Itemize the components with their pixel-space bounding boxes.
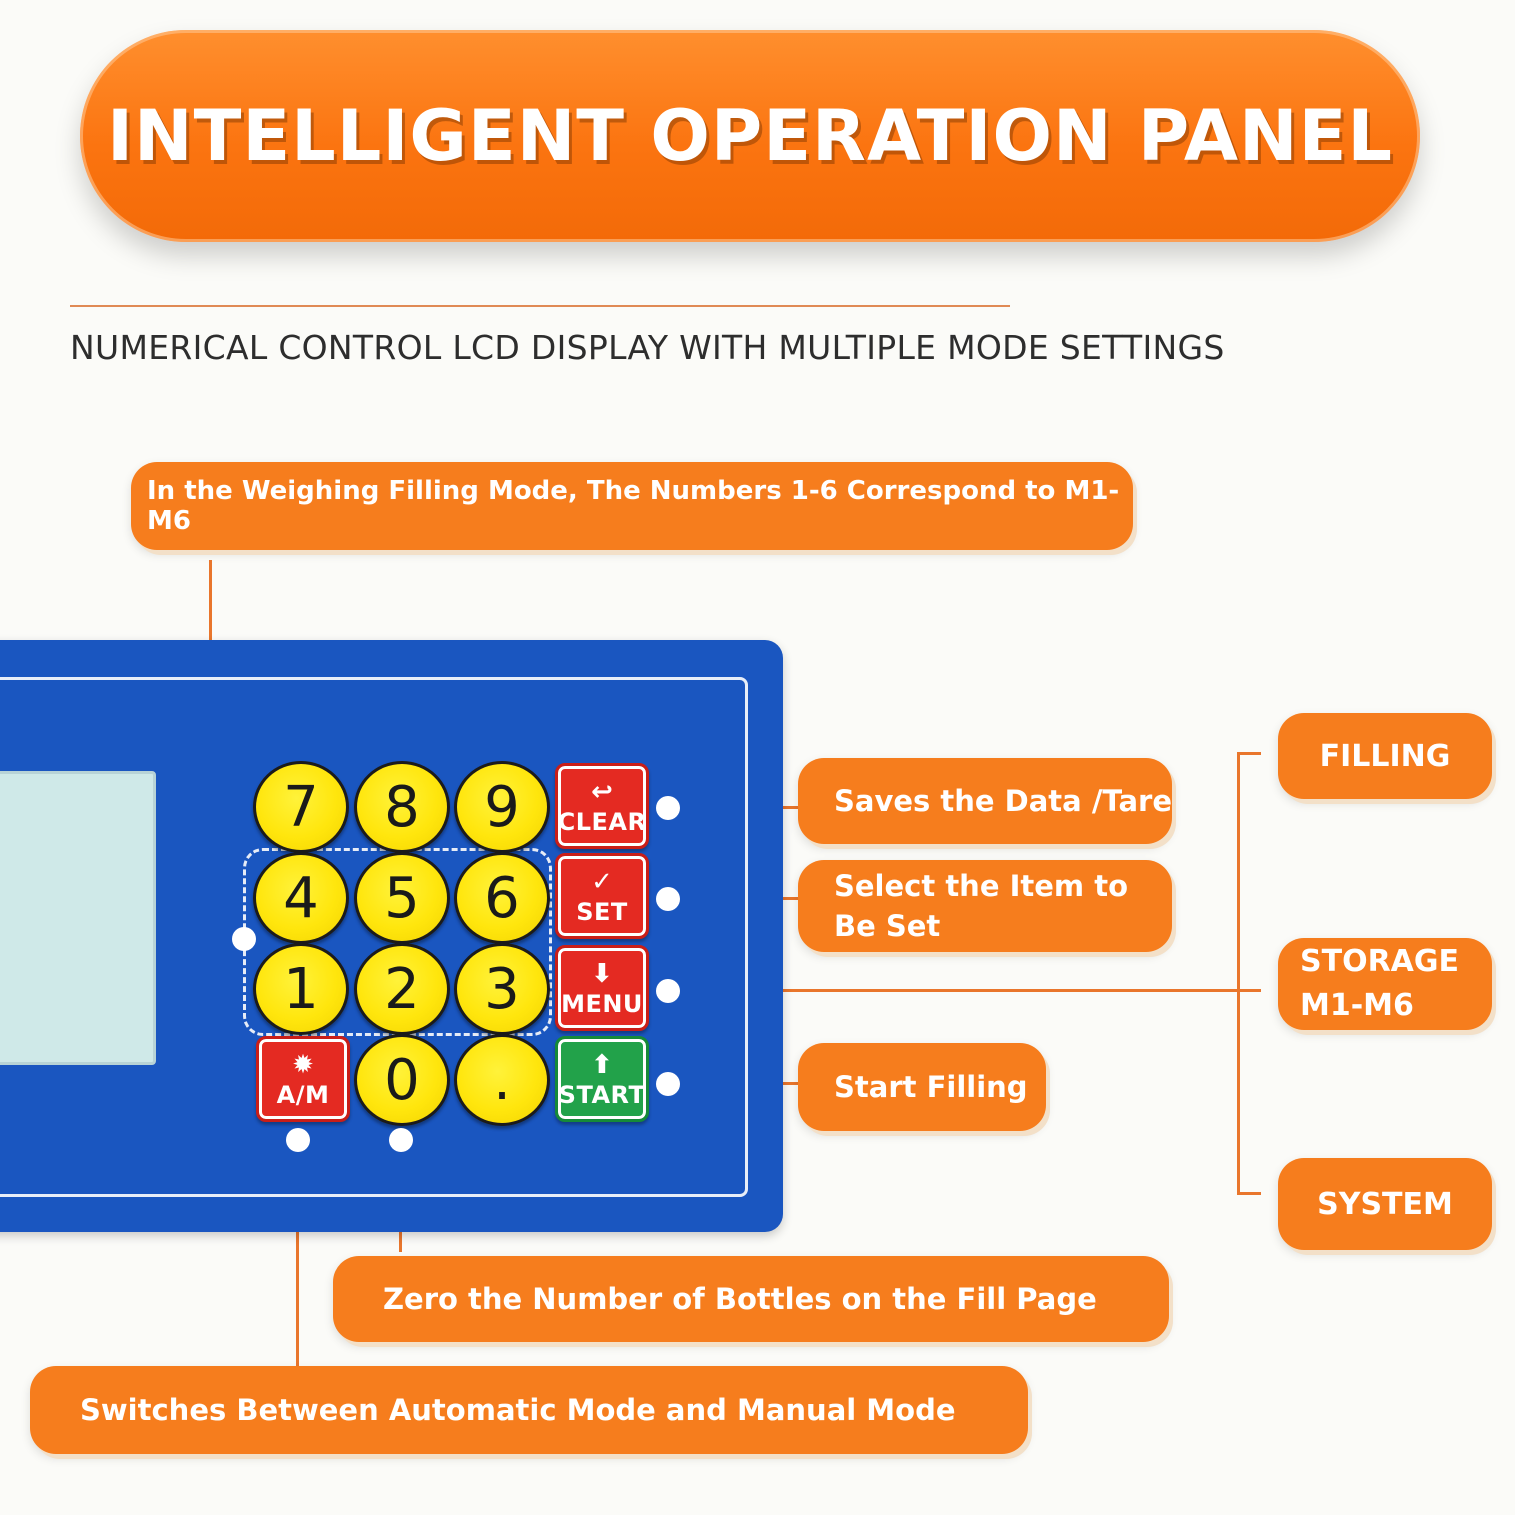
clear-label: CLEAR — [557, 808, 647, 836]
callout-set: Select the Item to Be Set — [798, 860, 1172, 952]
key-dot[interactable]: . — [454, 1034, 550, 1126]
key-7-label: 7 — [283, 774, 319, 840]
set-button[interactable]: ✓ SET — [555, 853, 649, 939]
connector-menu — [668, 989, 1240, 992]
start-button[interactable]: ⬆ START — [555, 1036, 649, 1122]
key-5-label: 5 — [384, 865, 420, 931]
menu-bracket-mid — [1237, 989, 1261, 992]
menu-label: MENU — [561, 990, 643, 1018]
am-label: A/M — [276, 1081, 330, 1109]
key-7[interactable]: 7 — [253, 761, 349, 853]
pointer-dot-am — [286, 1128, 310, 1152]
key-0-label: 0 — [384, 1047, 420, 1113]
callout-zero-text: Zero the Number of Bottles on the Fill P… — [383, 1282, 1097, 1316]
am-button[interactable]: ✹ A/M — [256, 1036, 350, 1122]
key-dot-label: . — [493, 1047, 511, 1113]
menu-item-storage-label: STORAGE M1-M6 — [1300, 944, 1460, 1023]
gear-icon: ✹ — [292, 1050, 314, 1080]
menu-item-system-label: SYSTEM — [1317, 1186, 1453, 1222]
arrow-down-icon: ⬇ — [591, 959, 613, 989]
key-8[interactable]: 8 — [354, 761, 450, 853]
callout-numbers-text: In the Weighing Filling Mode, The Number… — [147, 476, 1120, 536]
pointer-dot-menu — [656, 979, 680, 1003]
pointer-dot-start — [656, 1072, 680, 1096]
key-6-label: 6 — [484, 865, 520, 931]
connector-am — [296, 1140, 299, 1366]
key-2[interactable]: 2 — [354, 943, 450, 1035]
key-9-label: 9 — [484, 774, 520, 840]
key-2-label: 2 — [384, 956, 420, 1022]
divider — [70, 305, 1010, 307]
callout-clear: Saves the Data /Tare — [798, 758, 1172, 844]
key-6[interactable]: 6 — [454, 852, 550, 944]
callout-am: Switches Between Automatic Mode and Manu… — [30, 1366, 1028, 1454]
undo-icon: ↩ — [591, 777, 613, 807]
callout-zero: Zero the Number of Bottles on the Fill P… — [333, 1256, 1169, 1342]
pointer-dot-clear — [656, 796, 680, 820]
key-1[interactable]: 1 — [253, 943, 349, 1035]
key-5[interactable]: 5 — [354, 852, 450, 944]
callout-numbers: In the Weighing Filling Mode, The Number… — [131, 462, 1133, 550]
set-label: SET — [576, 898, 628, 926]
pointer-dot-set — [656, 887, 680, 911]
page-subtitle: NUMERICAL CONTROL LCD DISPLAY WITH MULTI… — [70, 328, 1225, 367]
title-banner: INTELLIGENT OPERATION PANEL — [80, 30, 1420, 242]
start-label: START — [558, 1081, 646, 1109]
lcd-display — [0, 771, 156, 1065]
key-9[interactable]: 9 — [454, 761, 550, 853]
page-title: INTELLIGENT OPERATION PANEL — [106, 95, 1393, 177]
callout-start: Start Filling — [798, 1043, 1046, 1131]
key-4[interactable]: 4 — [253, 852, 349, 944]
key-3-label: 3 — [484, 956, 520, 1022]
callout-start-text: Start Filling — [834, 1070, 1028, 1104]
menu-bracket-bottom — [1237, 1192, 1261, 1195]
menu-button[interactable]: ⬇ MENU — [555, 945, 649, 1031]
callout-clear-text: Saves the Data /Tare — [834, 784, 1173, 818]
panel-border — [0, 677, 748, 1197]
key-4-label: 4 — [283, 865, 319, 931]
callout-set-text: Select the Item to Be Set — [834, 869, 1129, 943]
key-0[interactable]: 0 — [354, 1034, 450, 1126]
menu-bracket-top — [1237, 752, 1261, 755]
key-3[interactable]: 3 — [454, 943, 550, 1035]
menu-item-filling: FILLING — [1278, 713, 1492, 799]
key-1-label: 1 — [283, 956, 319, 1022]
menu-item-storage: STORAGE M1-M6 — [1278, 938, 1492, 1030]
arrow-up-icon: ⬆ — [591, 1050, 613, 1080]
menu-bracket-vertical — [1237, 752, 1240, 1195]
menu-item-filling-label: FILLING — [1319, 738, 1451, 774]
check-icon: ✓ — [591, 867, 613, 897]
pointer-dot-zero — [389, 1128, 413, 1152]
pointer-dot-numbers — [232, 927, 256, 951]
key-8-label: 8 — [384, 774, 420, 840]
clear-button[interactable]: ↩ CLEAR — [555, 763, 649, 849]
menu-item-system: SYSTEM — [1278, 1158, 1492, 1250]
callout-am-text: Switches Between Automatic Mode and Manu… — [80, 1393, 956, 1427]
